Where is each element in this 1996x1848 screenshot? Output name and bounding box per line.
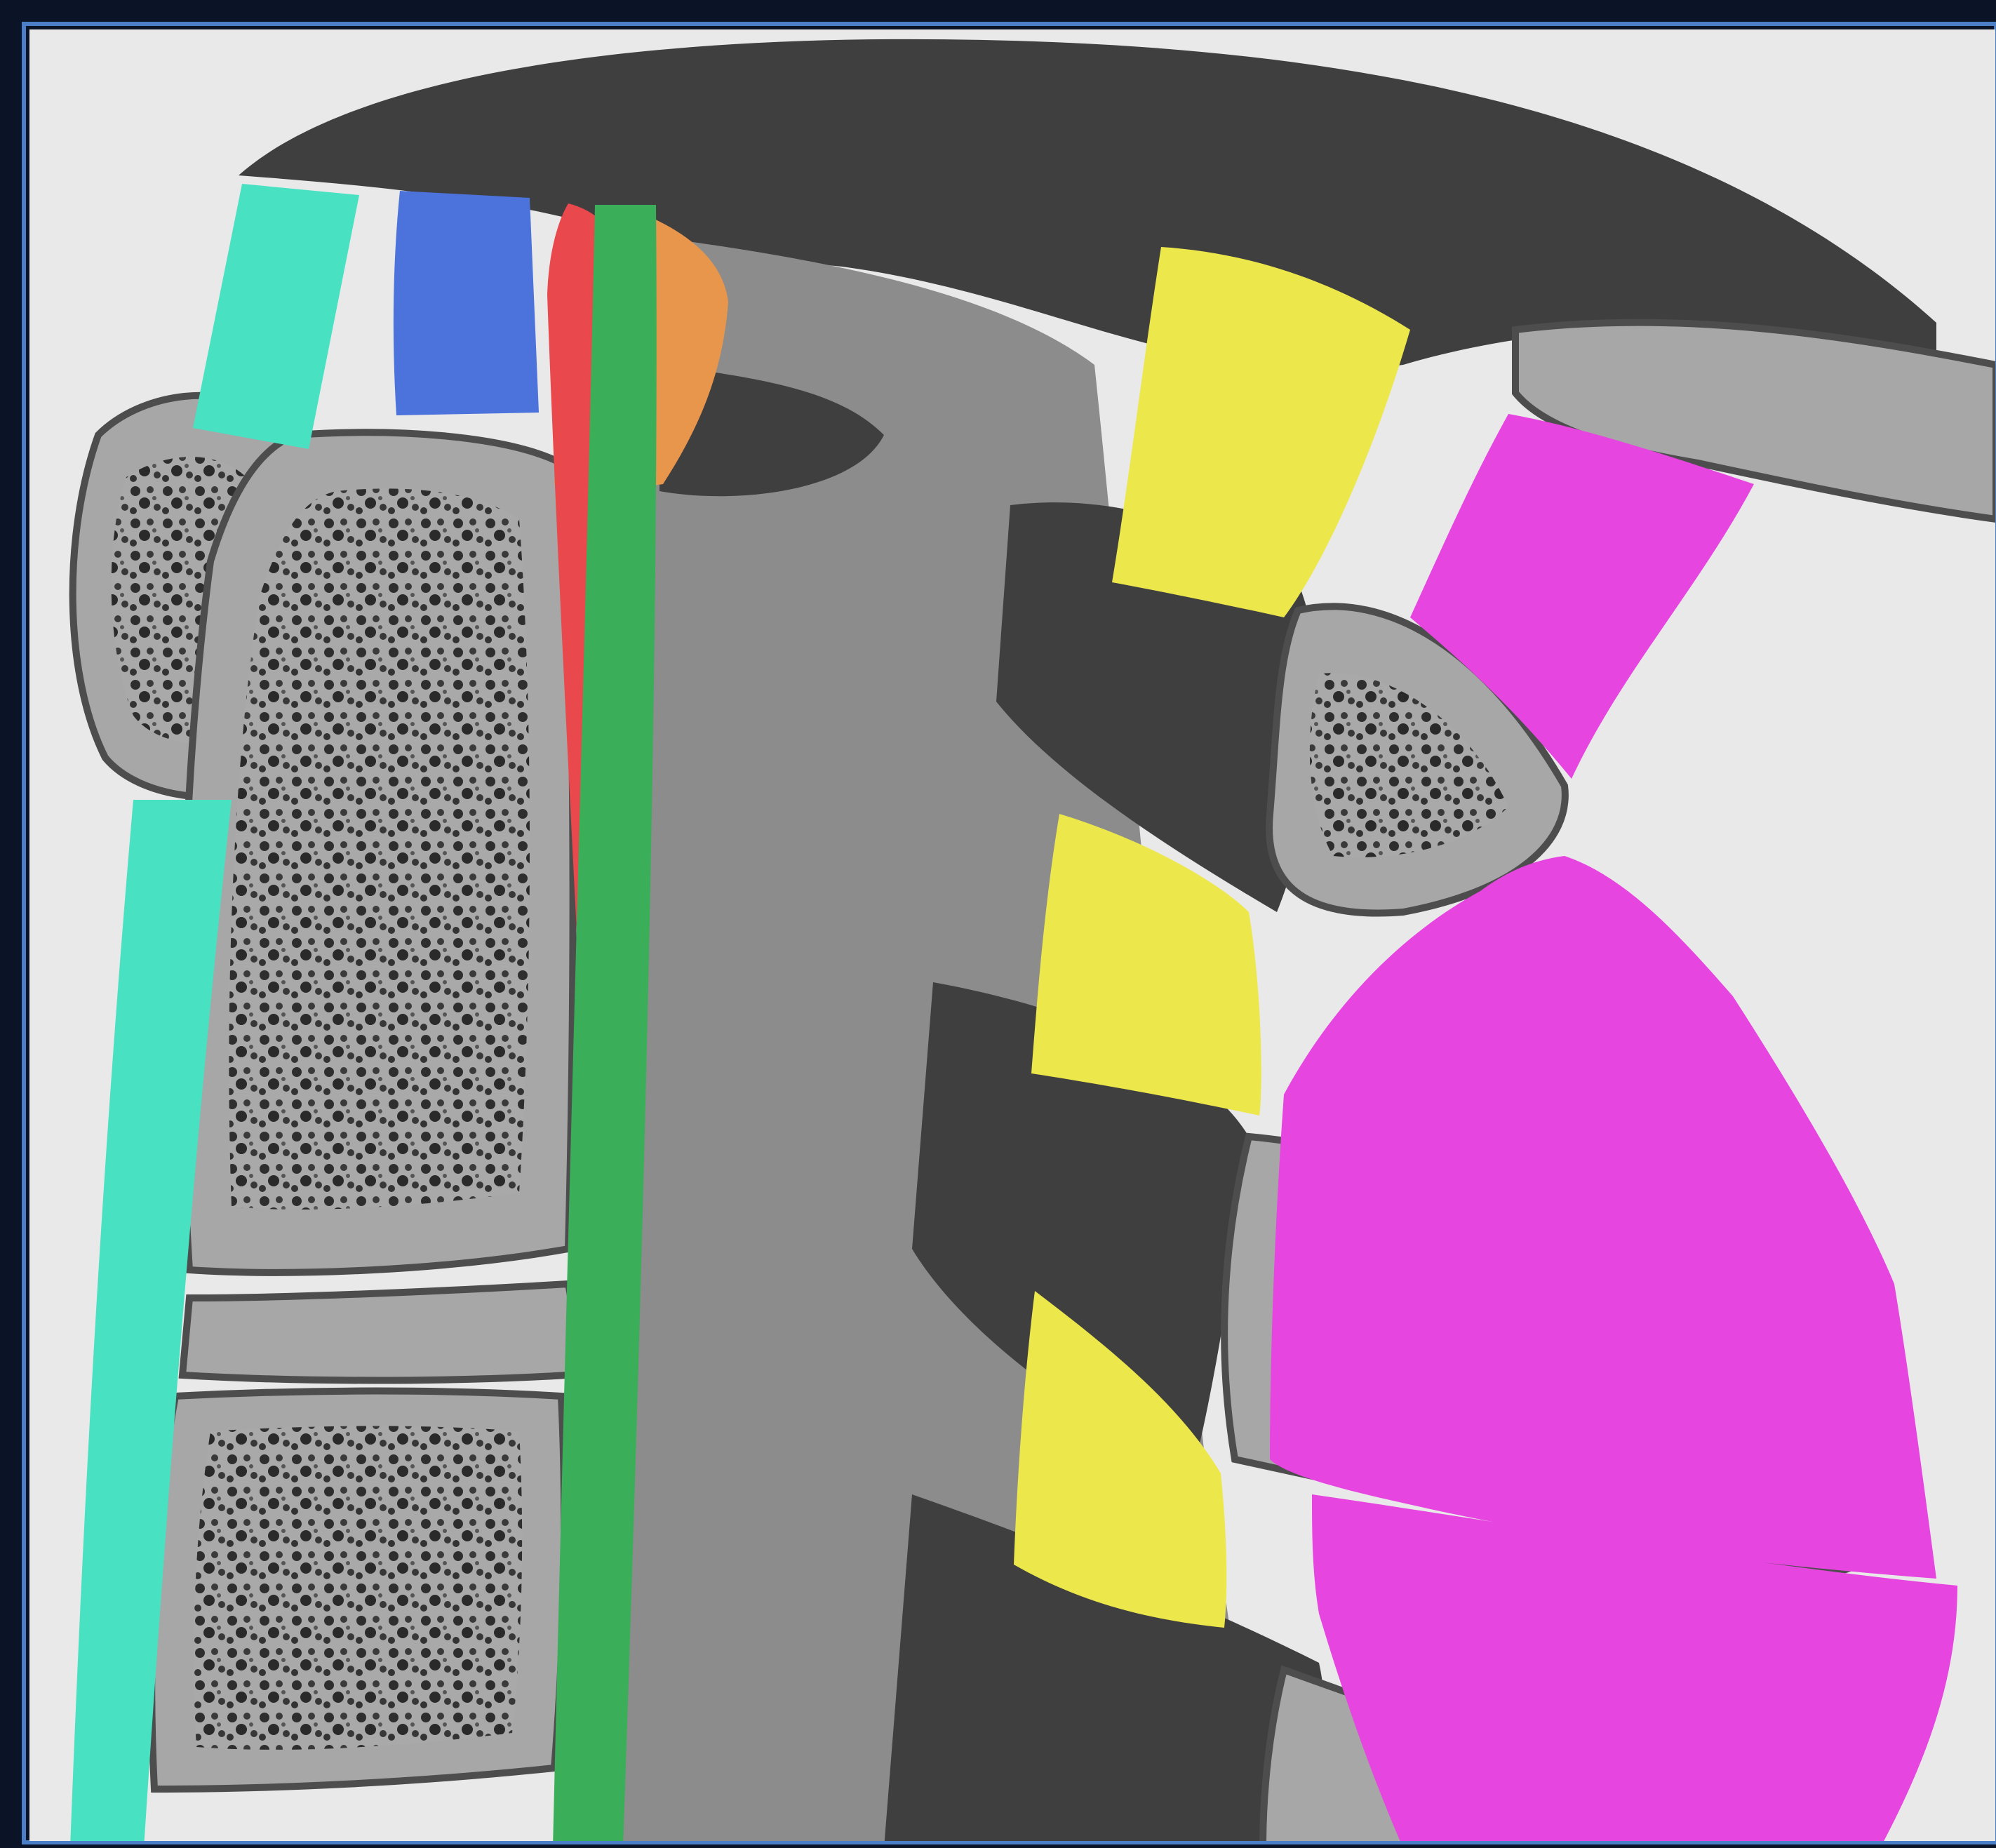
apical-ligament-region [394, 191, 539, 415]
intervertebral-disc-c2-c3 [182, 1284, 574, 1381]
dens-c2-trabecular [229, 488, 530, 1210]
c3-body-trabecular [194, 1426, 522, 1750]
